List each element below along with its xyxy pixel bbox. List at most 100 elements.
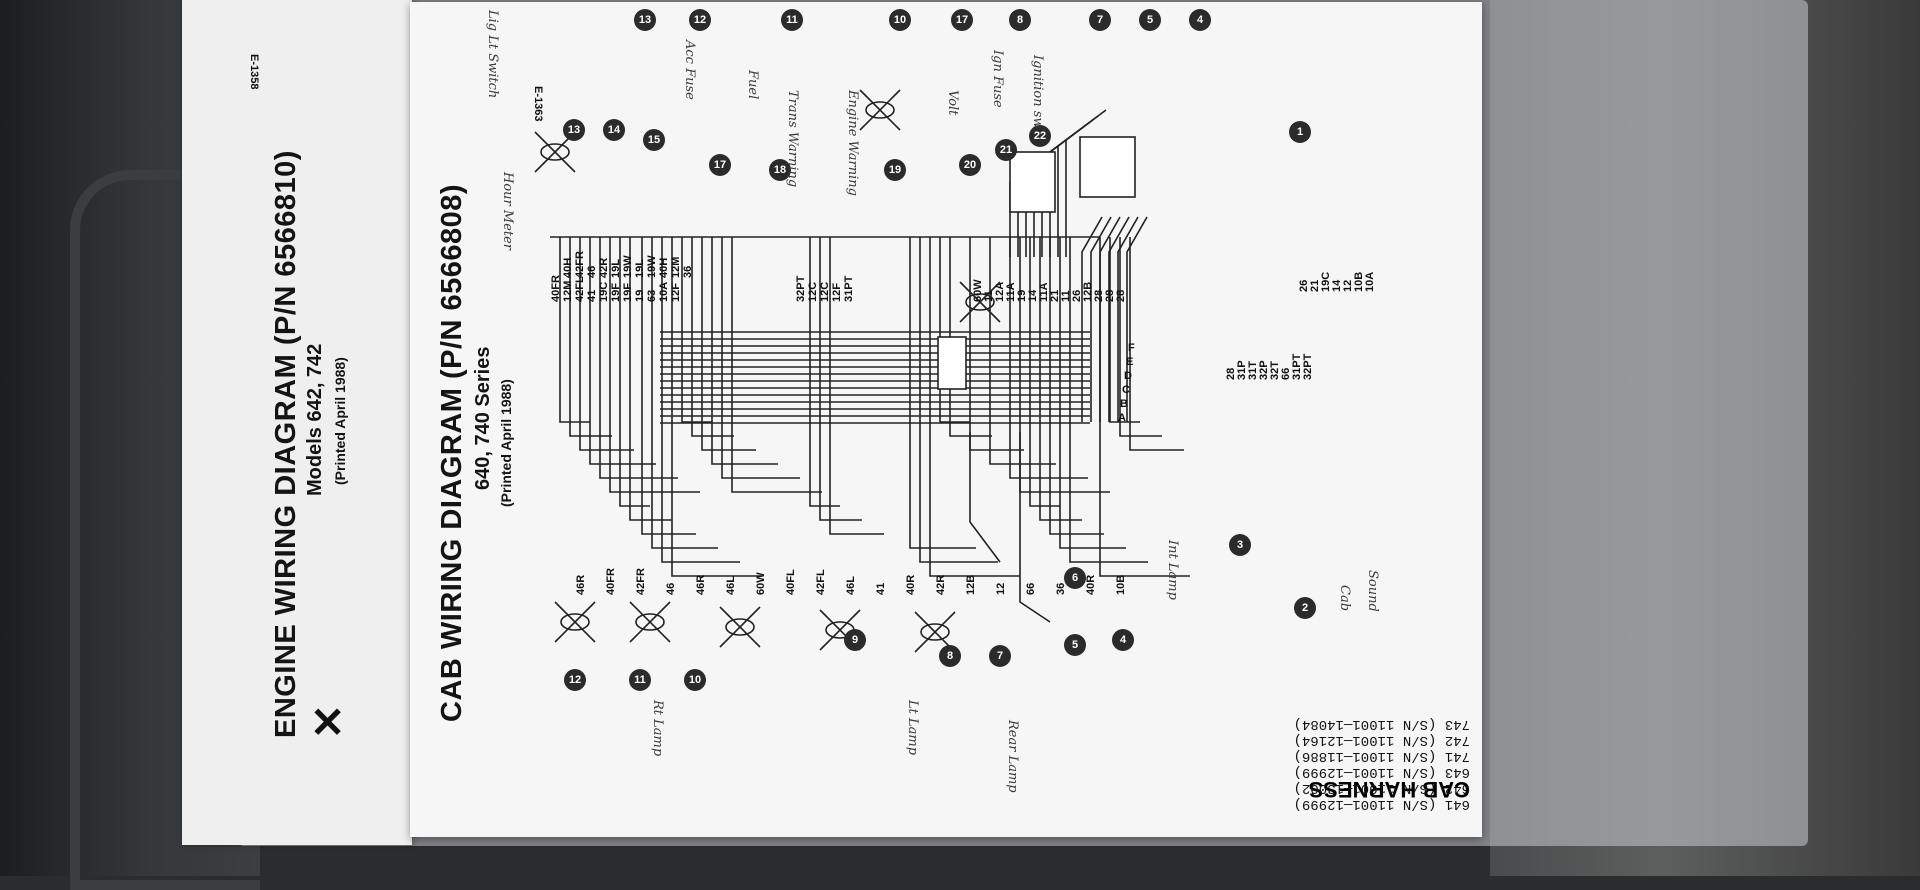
wire-line	[641, 237, 696, 535]
wire-line	[1059, 237, 1126, 549]
callout-marker: 10	[684, 669, 706, 691]
callout-marker: 9	[844, 629, 866, 651]
wire-line	[1117, 216, 1139, 422]
wire-label: 42FR	[635, 568, 647, 595]
wire-label: 40R	[905, 574, 917, 595]
handwritten-note: Volt	[945, 90, 960, 116]
callout-marker: 22	[1029, 125, 1051, 147]
lamp-symbol	[865, 101, 895, 119]
top-callout-marker: 5	[1139, 9, 1161, 31]
callout-marker: 14	[603, 119, 625, 141]
callout-marker: 3	[1229, 534, 1251, 556]
engine-code: E-1358	[248, 54, 260, 90]
callout-marker: 20	[959, 154, 981, 176]
handwritten-note: Trans Warning	[785, 90, 800, 188]
wire-label: 40H	[562, 257, 574, 278]
wire-label: 12	[995, 582, 1007, 595]
wire-label: 19L	[610, 259, 622, 278]
wire-line	[1019, 432, 1051, 623]
wire-line	[969, 237, 1024, 451]
wire-label: 12F	[831, 283, 843, 302]
handwritten-note: Int Lamp	[1165, 540, 1180, 600]
connector-block	[1079, 136, 1136, 198]
plug-pin-label: B	[1120, 398, 1128, 410]
handwritten-note: Sound	[1365, 570, 1380, 612]
connector-block	[937, 336, 967, 390]
wire-line	[859, 89, 901, 131]
wire-line	[929, 237, 1020, 577]
callout-marker: 21	[995, 139, 1017, 161]
wire-line	[1129, 237, 1184, 451]
top-callout-marker: 7	[1089, 9, 1111, 31]
wire-line	[1090, 216, 1112, 422]
wire-label: 40R	[1085, 574, 1097, 595]
callout-marker: 1	[1289, 121, 1311, 143]
lamp-symbol	[540, 143, 570, 161]
connector-block	[1009, 151, 1056, 213]
wire-line	[569, 237, 612, 437]
handwritten-note: Cab	[1337, 585, 1352, 612]
wire-line	[1126, 216, 1148, 422]
top-callout-marker: 12	[689, 9, 711, 31]
wire-label: 12M	[670, 256, 682, 278]
wire-label: 12F	[670, 283, 682, 302]
wire-line	[919, 237, 998, 563]
plug-pin-label: A	[1118, 412, 1126, 424]
wire-line	[1099, 216, 1121, 422]
wire-label: 42FL	[574, 276, 586, 302]
top-callout-marker: 10	[889, 9, 911, 31]
wire-label: 40FL	[785, 569, 797, 595]
wire-label: 28	[1115, 289, 1127, 302]
engine-models: Models 642, 742	[304, 343, 326, 496]
lamp-symbol	[965, 293, 995, 311]
handwritten-note: Hour Meter	[500, 172, 515, 251]
wire-line	[969, 432, 1001, 563]
plug-pin-label: E	[1126, 356, 1134, 368]
engine-printed: (Printed April 1988)	[332, 357, 348, 485]
wire-line	[949, 237, 992, 437]
wire-label: 40H	[658, 257, 670, 278]
top-callout-marker: 17	[951, 9, 973, 31]
wire-line	[629, 601, 671, 643]
wire-line	[711, 237, 778, 465]
top-callout-marker: 13	[634, 9, 656, 31]
wire-label: 19W	[622, 255, 634, 278]
callout-marker: 19	[884, 159, 906, 181]
plug-pin-label: C	[1122, 384, 1130, 396]
wire-line	[721, 237, 800, 479]
engine-wiring-sheet: ENGINE WIRING DIAGRAM (P/N 6566810) Mode…	[182, 0, 412, 845]
handwritten-note: Acc Fuse	[682, 40, 697, 100]
wire-line	[819, 237, 862, 521]
top-callout-marker: 4	[1189, 9, 1211, 31]
top-callout-marker: 8	[1009, 9, 1031, 31]
wire-label: 42FR	[574, 251, 586, 278]
top-callout-marker: 11	[781, 9, 803, 31]
engine-title: ENGINE WIRING DIAGRAM (P/N 6566810)	[270, 150, 302, 738]
lamp-symbol	[920, 623, 950, 641]
handwritten-note: Fuel	[745, 70, 760, 100]
wire-line	[1049, 237, 1104, 535]
wire-label: 66	[1025, 582, 1037, 595]
wire-line	[731, 237, 822, 493]
callout-marker: 4	[1112, 629, 1134, 651]
wire-label: 40FR	[550, 275, 562, 302]
callout-marker: 11	[629, 669, 651, 691]
plug-pin-label: D	[1124, 370, 1132, 382]
wire-label: 12C	[807, 281, 819, 302]
wire-line	[939, 237, 970, 423]
wire-line	[609, 237, 700, 493]
wire-line	[1119, 237, 1162, 437]
handwritten-note: Rear Lamp	[1005, 720, 1020, 793]
wire-label: 32PT	[795, 275, 807, 302]
wire-label: 41	[875, 582, 887, 595]
lamp-symbol	[635, 613, 665, 631]
wire-line	[959, 281, 1001, 323]
wire-label: 19F	[610, 283, 622, 302]
lamp-symbol	[725, 618, 755, 636]
wire-line	[1081, 216, 1103, 422]
handwritten-note: Lt Lamp	[905, 700, 920, 756]
wire-label: 46R	[695, 574, 707, 595]
wire-label: 19W	[646, 255, 658, 278]
callout-marker: 12	[564, 669, 586, 691]
wire-line	[1029, 237, 1060, 507]
